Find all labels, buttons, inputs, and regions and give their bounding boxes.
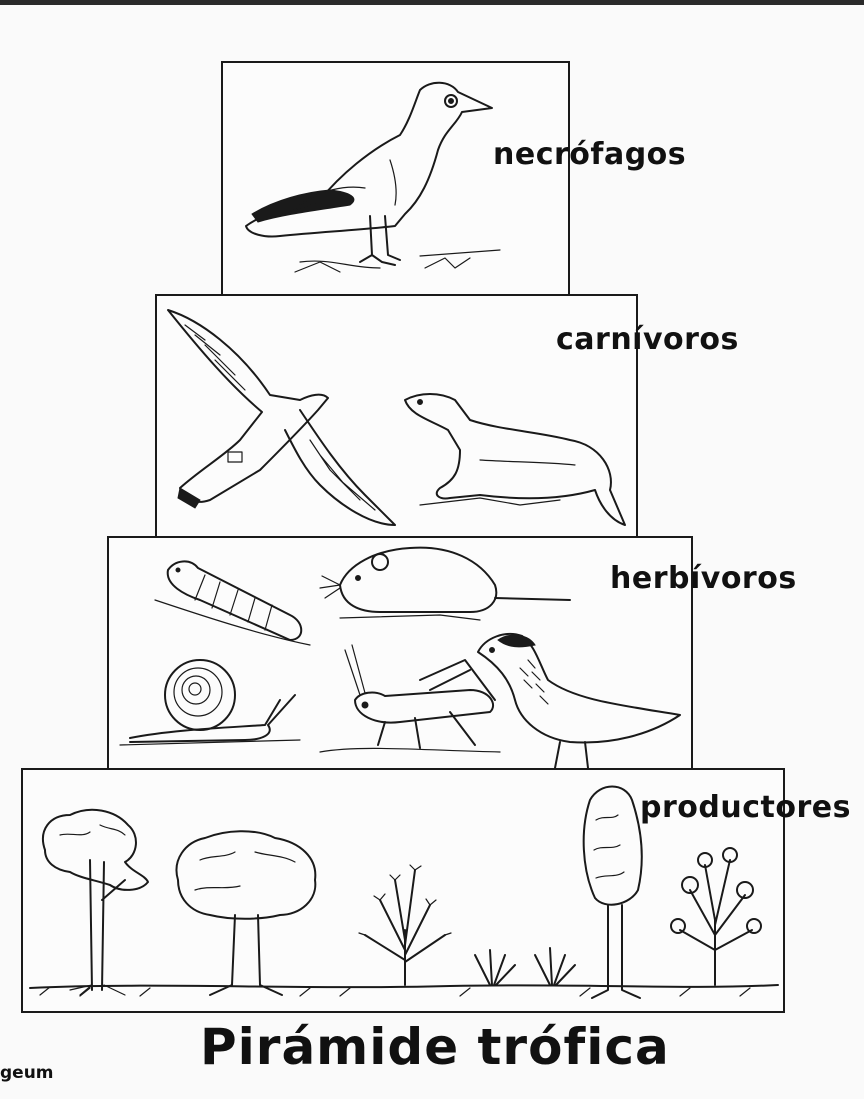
oak-tree-drawing <box>43 810 148 995</box>
label-necrofagos: necrófagos <box>493 137 686 172</box>
falcon-drawing <box>168 310 395 525</box>
credit-text: geum <box>0 1063 54 1083</box>
label-productores: productores <box>640 790 851 825</box>
grasshopper-drawing <box>320 645 500 752</box>
page-title: Pirámide trófica <box>200 1018 670 1076</box>
vole-drawing <box>320 548 570 620</box>
flowering-bush-drawing <box>671 848 761 985</box>
ground-line <box>30 985 778 988</box>
snail-drawing <box>120 660 300 745</box>
round-tree-drawing <box>177 831 316 995</box>
label-carnivoros: carnívoros <box>556 322 739 357</box>
shrub-drawing <box>359 865 451 985</box>
weasel-drawing <box>405 394 625 525</box>
label-herbivoros: herbívoros <box>610 561 797 596</box>
caterpillar-drawing <box>155 561 310 645</box>
grass-tufts-drawing <box>475 948 575 985</box>
partridge-drawing <box>478 634 680 768</box>
poplar-tree-drawing <box>584 787 642 999</box>
vulture-drawing <box>246 83 500 272</box>
